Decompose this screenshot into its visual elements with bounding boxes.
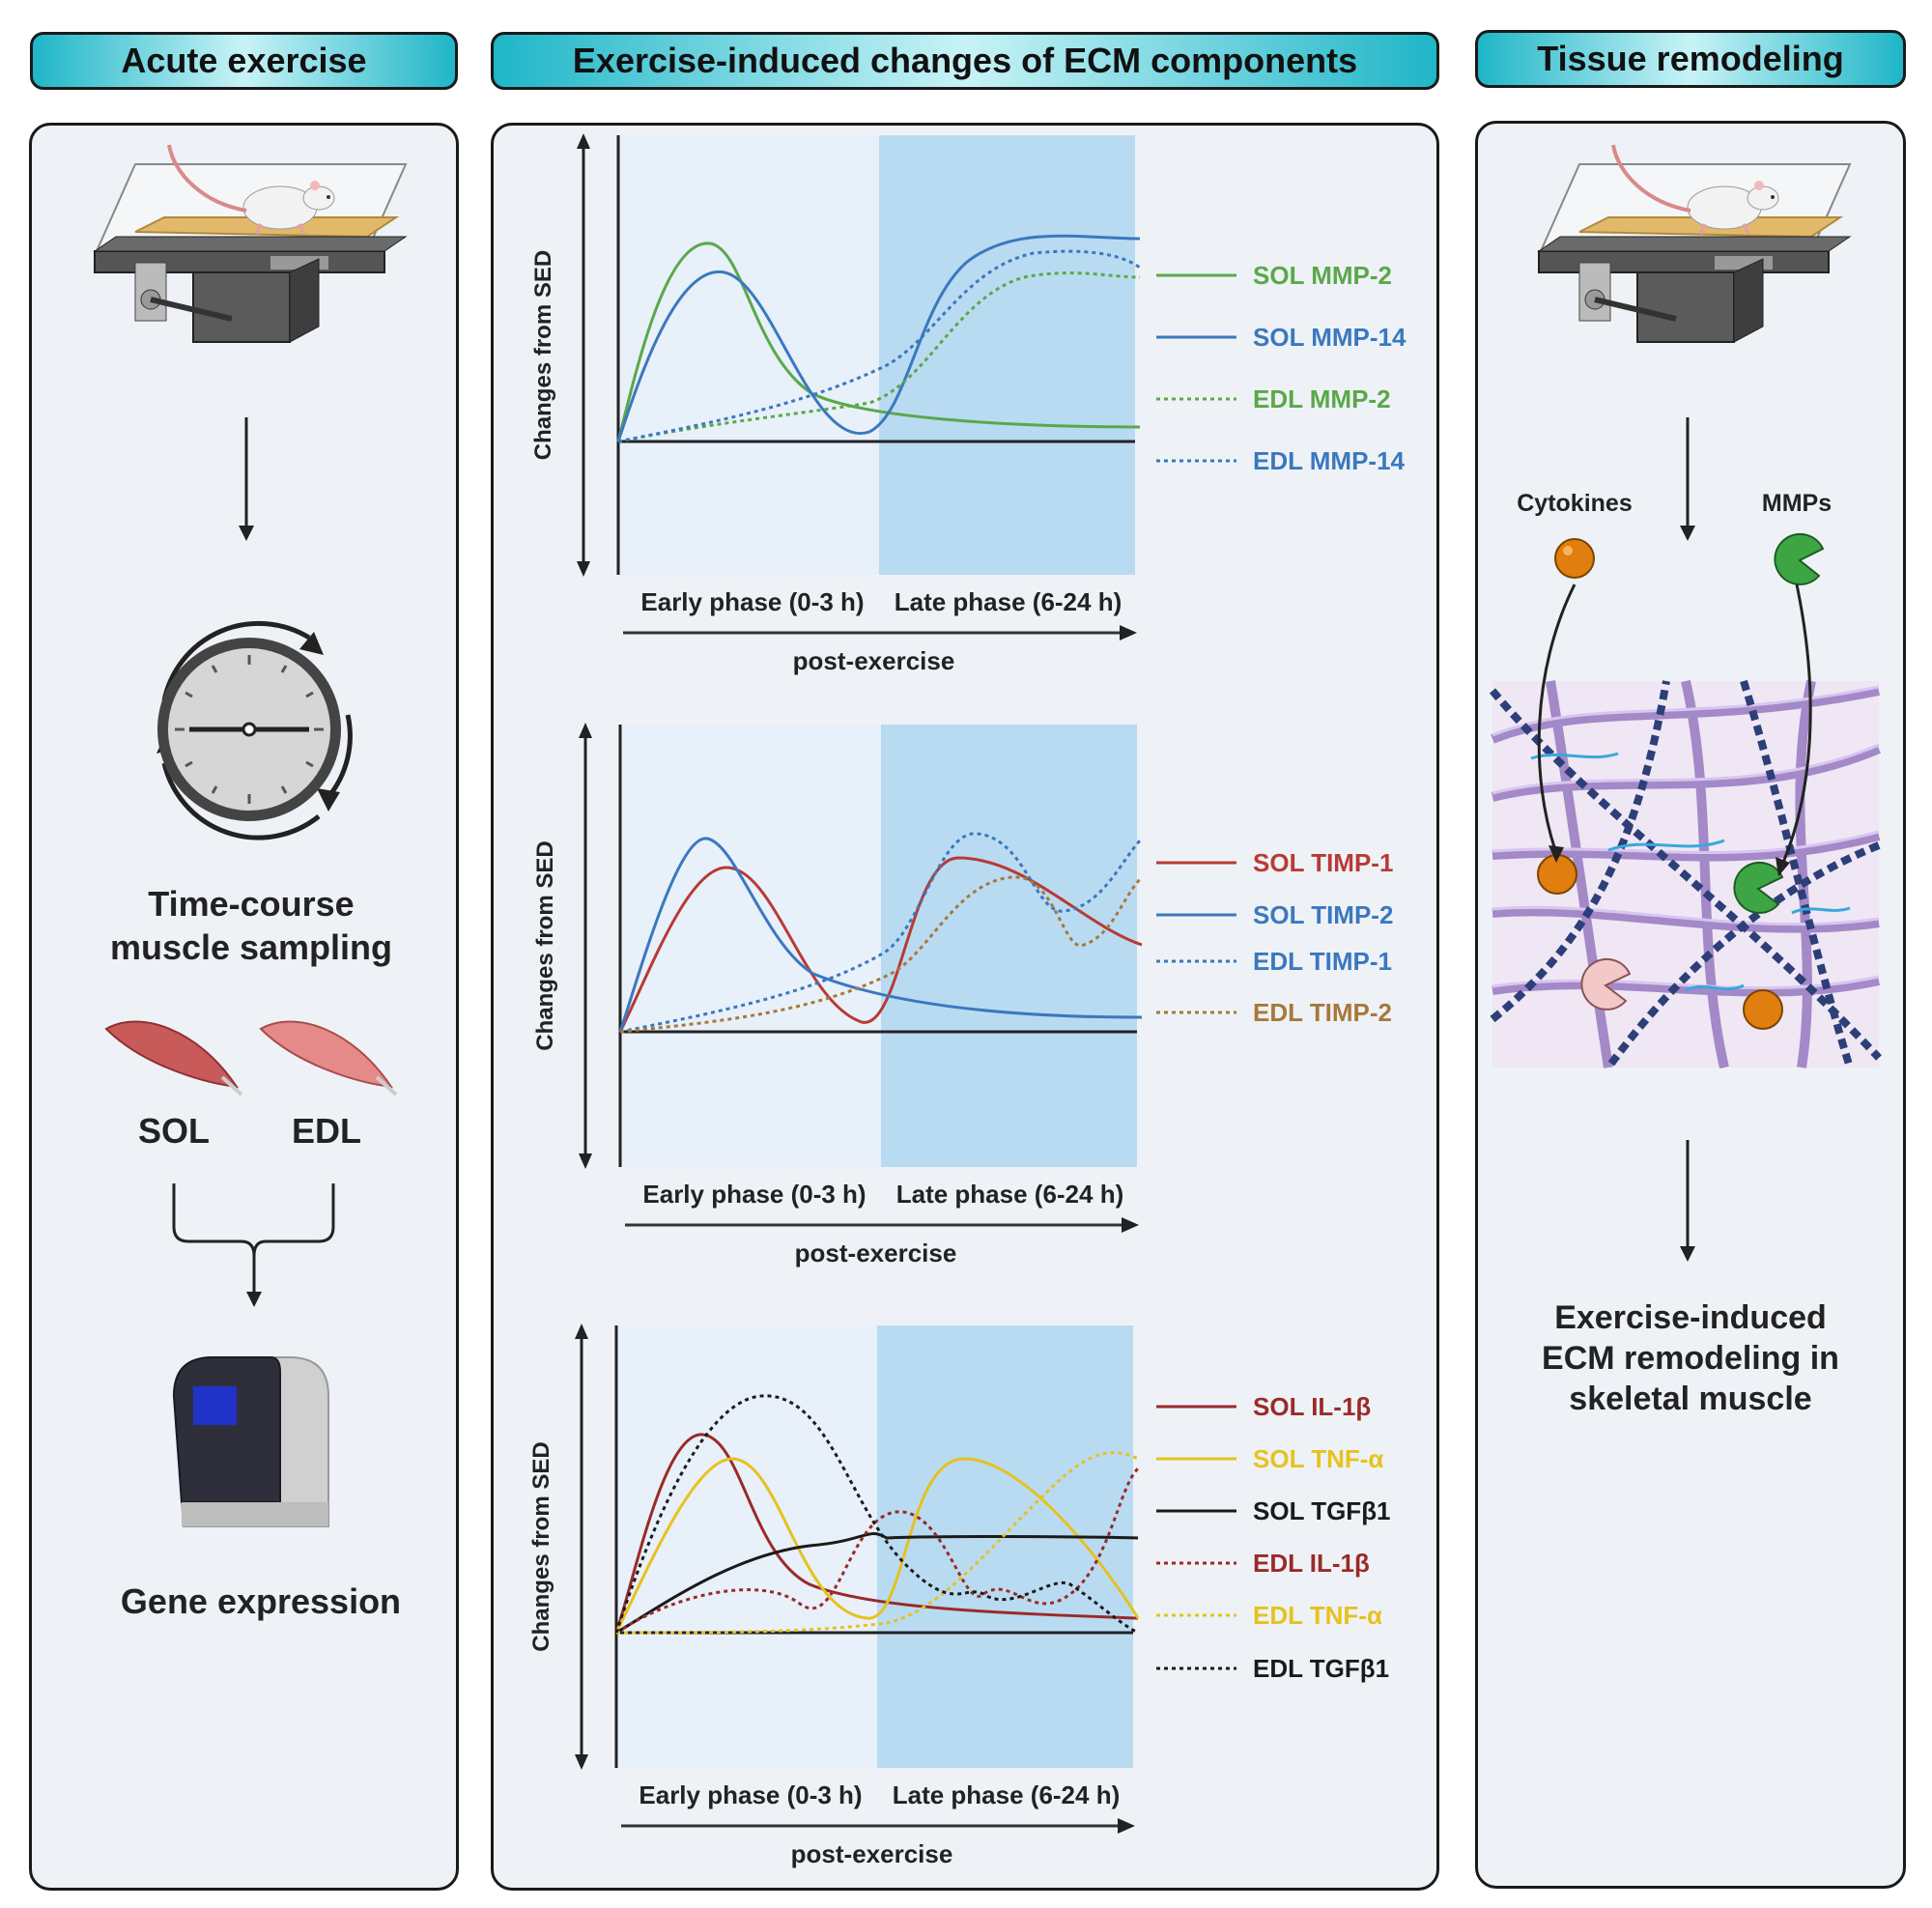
- muscle-label-sol: SOL: [137, 1111, 210, 1151]
- header-ecm-changes: Exercise-induced changes of ECM componen…: [491, 32, 1439, 90]
- legend-label: SOL TNF-α: [1253, 1444, 1383, 1473]
- early-phase-band: [618, 135, 879, 575]
- legend-label: SOL MMP-14: [1253, 323, 1406, 352]
- arrow-down-icon: [1680, 1140, 1695, 1262]
- gene-expression-label: Gene expression: [120, 1581, 402, 1621]
- qpcr-machine-icon: [172, 1356, 329, 1527]
- legend-label: SOL IL-1β: [1253, 1392, 1371, 1421]
- header-right-label: Tissue remodeling: [1537, 39, 1844, 78]
- chart-group: Changes from SED Early phase (0-3 h) Late …: [532, 723, 1393, 1267]
- series-line: [616, 234, 1141, 442]
- x-arrow-head: [1120, 625, 1137, 641]
- y-axis-label: Changes from SED: [530, 250, 556, 460]
- series-line: [618, 856, 1143, 1033]
- series-line: [619, 832, 1144, 1034]
- x-arrow-head: [1122, 1217, 1139, 1233]
- y-arrow-head-down: [575, 1754, 588, 1770]
- series-line: [617, 271, 1141, 443]
- result-line1: Exercise-induced: [1554, 1299, 1827, 1336]
- legend-label: EDL TIMP-1: [1253, 947, 1392, 976]
- mmps-label: MMPs: [1761, 490, 1833, 517]
- ecm-network-icon: [1489, 584, 1882, 1070]
- arrow-down-icon: [1680, 417, 1695, 541]
- legend-label: SOL TGFβ1: [1253, 1496, 1391, 1525]
- legend-label: SOL TIMP-1: [1253, 848, 1393, 877]
- merge-arrow-icon: [172, 1183, 335, 1307]
- series-line: [615, 1531, 1139, 1635]
- muscle-label-edl: EDL: [292, 1111, 361, 1151]
- treadmill-rat-icon: [1537, 144, 1852, 343]
- series-line: [614, 1433, 1139, 1634]
- legend-label: EDL MMP-2: [1253, 384, 1391, 413]
- legend-label: EDL TGFβ1: [1253, 1654, 1389, 1683]
- treadmill-rat-icon: [93, 144, 408, 343]
- clock-label-line2: muscle sampling: [109, 927, 393, 967]
- series-line: [616, 242, 1141, 442]
- series-line: [618, 837, 1143, 1033]
- result-line3: skeletal muscle: [1569, 1381, 1812, 1417]
- y-axis-label: Changes from SED: [532, 840, 558, 1050]
- x-axis-label: post-exercise: [795, 1239, 957, 1267]
- chart-group: Changes from SED Early phase (0-3 h) Late …: [530, 133, 1406, 675]
- late-phase-band: [877, 1325, 1133, 1768]
- late-phase-band: [881, 725, 1137, 1167]
- x-arrow-head: [1118, 1818, 1135, 1834]
- legend-label: SOL TIMP-2: [1253, 900, 1393, 929]
- mmp-icon: [1774, 532, 1825, 585]
- y-arrow-head-down: [579, 1153, 592, 1169]
- result-line2: ECM remodeling in: [1542, 1340, 1839, 1377]
- header-middle-label: Exercise-induced changes of ECM componen…: [572, 41, 1358, 80]
- legend-label: EDL TNF-α: [1253, 1601, 1382, 1630]
- panel-left: [29, 123, 459, 1891]
- x-phase-label: Early phase (0-3 h): [640, 587, 864, 616]
- arrow-down-icon: [239, 417, 254, 541]
- x-axis-label: post-exercise: [793, 646, 955, 675]
- y-arrow-head-down: [577, 561, 590, 577]
- y-axis-label: Changes from SED: [528, 1441, 554, 1651]
- legend-label: SOL MMP-2: [1253, 261, 1392, 290]
- clock-label-line1: Time-course: [148, 884, 355, 924]
- y-arrow-head-up: [577, 133, 590, 149]
- legend-label: EDL IL-1β: [1253, 1549, 1370, 1578]
- x-phase-label: Late phase (6-24 h): [895, 587, 1122, 616]
- y-arrow-head-up: [575, 1324, 588, 1339]
- series-line: [614, 1457, 1140, 1634]
- series-line: [615, 1451, 1139, 1635]
- x-phase-label: Late phase (6-24 h): [893, 1780, 1121, 1809]
- cytokines-label: Cytokines: [1517, 490, 1633, 517]
- clock-icon: [156, 620, 353, 840]
- y-arrow-head-up: [579, 723, 592, 738]
- series-line: [617, 249, 1141, 443]
- x-phase-label: Early phase (0-3 h): [639, 1780, 862, 1809]
- x-phase-label: Late phase (6-24 h): [896, 1180, 1124, 1209]
- chart-group: Changes from SED Early phase (0-3 h) Late …: [528, 1324, 1391, 1868]
- legend-label: EDL TIMP-2: [1253, 998, 1392, 1027]
- header-tissue-remodeling: Tissue remodeling: [1475, 30, 1906, 88]
- series-line: [614, 1394, 1139, 1635]
- muscle-icon: [259, 1020, 398, 1096]
- header-acute-exercise: Acute exercise: [30, 32, 458, 90]
- cytokine-icon: [1554, 538, 1595, 579]
- x-phase-label: Early phase (0-3 h): [642, 1180, 866, 1209]
- muscle-icon: [104, 1020, 243, 1096]
- legend-label: EDL MMP-14: [1253, 446, 1406, 475]
- header-left-label: Acute exercise: [121, 41, 367, 80]
- early-phase-band: [620, 725, 881, 1167]
- x-axis-label: post-exercise: [791, 1839, 953, 1868]
- late-phase-band: [879, 135, 1135, 575]
- early-phase-band: [616, 1325, 877, 1768]
